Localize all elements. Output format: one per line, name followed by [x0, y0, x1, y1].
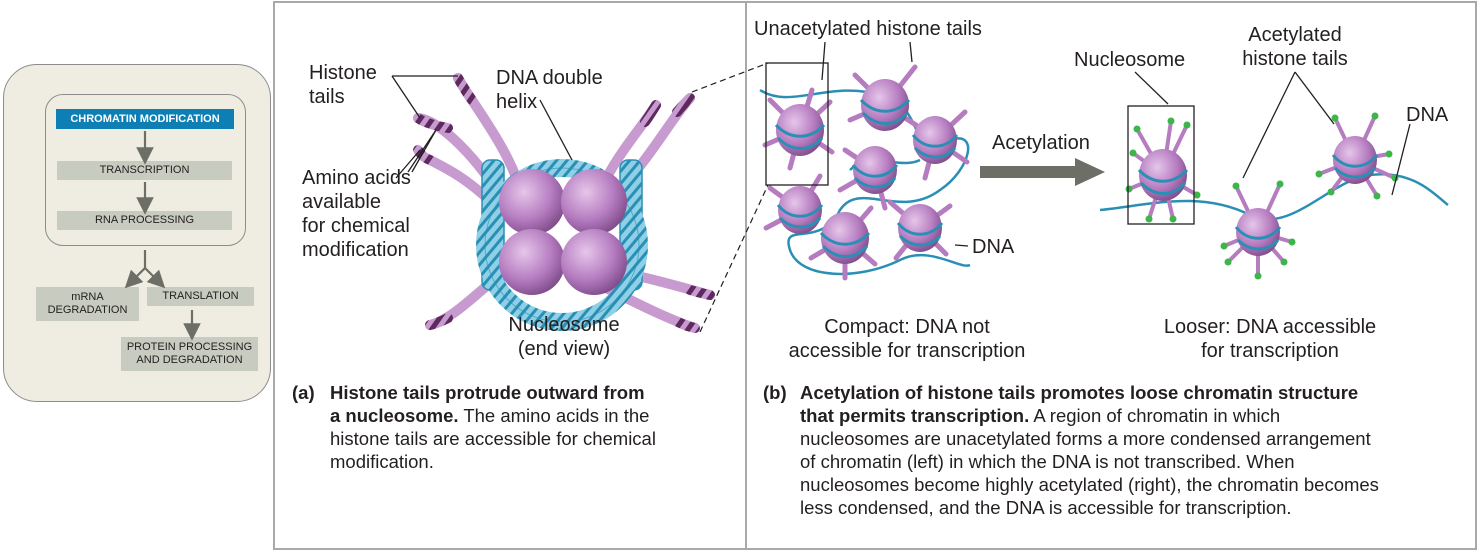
amino-acids-label-line1: Amino acids	[302, 167, 411, 189]
panel-b-left-leader-lines	[821, 41, 969, 247]
nucleosome-label: Nucleosome	[1074, 49, 1186, 71]
panel-a-caption-text-line2: histone tails are accessible for chemica…	[330, 428, 656, 449]
panel-b-caption-text-line2: nucleosomes are unacetylated forms a mor…	[800, 428, 1371, 449]
dna-label-right: DNA	[1406, 104, 1449, 126]
panel-a-caption-text-line3: modification.	[330, 451, 434, 472]
compact-nucleosomes	[762, 64, 970, 281]
nucleus-boundary	[45, 94, 246, 246]
panel-a-caption: (a)	[292, 381, 732, 404]
panel-b-caption-body: Acetylation of histone tails promotes lo…	[800, 381, 1472, 519]
zoom-line-top	[691, 62, 769, 93]
translation-box: TRANSLATION	[147, 287, 254, 306]
transcription-label: TRANSCRIPTION	[99, 164, 190, 176]
chromatin-modification-box: CHROMATIN MODIFICATION	[56, 109, 234, 129]
panel-b-caption-bold-line1: Acetylation of histone tails promotes lo…	[800, 382, 1359, 403]
rna-processing-box: RNA PROCESSING	[57, 211, 232, 230]
panel-b-caption-text-line5: less condensed, and the DNA is accessibl…	[800, 497, 1292, 518]
panel-divider	[745, 2, 747, 549]
main-figure-frame	[273, 1, 1477, 550]
zoom-line-bottom	[699, 184, 769, 333]
panel-a-caption-text-line1: The amino acids in the	[458, 405, 650, 426]
dna-double-helix-label-line1: DNA double	[496, 67, 603, 89]
rna-processing-label: RNA PROCESSING	[94, 214, 195, 226]
histone-ball	[499, 169, 565, 235]
panel-a-caption-letter: (a)	[292, 382, 315, 403]
histone-ball	[561, 229, 627, 295]
mrna-degradation-label-line1: mRNA	[71, 291, 104, 303]
protein-processing-label-line1: PROTEIN PROCESSING	[126, 341, 253, 353]
nucleosome-end-view-label-line1: Nucleosome	[508, 314, 620, 336]
histone-ball	[499, 229, 565, 295]
panel-b-caption: (b)	[763, 381, 803, 404]
dna-label-left: DNA	[972, 236, 1015, 258]
unacetylated-zoom-box	[765, 62, 829, 186]
translation-label: TRANSLATION	[162, 290, 239, 302]
panel-b-caption-letter: (b)	[763, 382, 787, 403]
amino-acids-label-line2: available	[302, 191, 381, 213]
panel-a-caption-bold-line2: a nucleosome.	[330, 405, 459, 426]
transcription-box: TRANSCRIPTION	[57, 161, 232, 180]
mrna-degradation-box: mRNA DEGRADATION	[36, 287, 139, 321]
acetylated-zoom-box	[1127, 105, 1195, 225]
protein-processing-box: PROTEIN PROCESSING AND DEGRADATION	[121, 337, 258, 371]
acetylation-label: Acetylation	[992, 132, 1090, 154]
chromatin-modification-label: CHROMATIN MODIFICATION	[70, 112, 220, 125]
amino-acids-label-line4: modification	[302, 239, 409, 261]
panel-a-caption-bold-line1: Histone tails protrude outward from	[330, 382, 645, 403]
nucleosome-end-view-label-line2: (end view)	[517, 338, 611, 360]
acetylated-nucleosomes	[1125, 112, 1399, 280]
panel-b-caption-text-line3: of chromatin (left) in which the DNA is …	[800, 451, 1295, 472]
arrow-to-translation	[144, 267, 166, 289]
panel-b-right-leader-lines	[1134, 71, 1411, 196]
unacetylated-histone-tails-label: Unacetylated histone tails	[754, 18, 982, 40]
amino-acids-label-line3: for chemical	[302, 215, 410, 237]
acetylated-histone-tails-label-line1: Acetylated	[1248, 24, 1342, 46]
dna-double-helix-label-line2: helix	[496, 91, 538, 113]
panel-a-leader-lines	[391, 75, 573, 179]
mrna-degradation-label-line2: DEGRADATION	[47, 304, 128, 316]
compact-label-line2: accessible for transcription	[788, 340, 1026, 362]
panel-b-caption-text-line1: A region of chromatin in which	[1029, 405, 1281, 426]
compact-label-line1: Compact: DNA not	[824, 316, 990, 338]
acetylated-histone-tails-label-line2: histone tails	[1242, 48, 1348, 70]
panel-b-caption-bold-line2: that permits transcription.	[800, 405, 1030, 426]
acetylation-arrow-head	[1075, 158, 1105, 186]
histone-tails-label-line2: tails	[309, 86, 345, 108]
looser-label-line2: for transcription	[1201, 340, 1339, 362]
histone-tails-label-line1: Histone	[309, 62, 377, 84]
panel-a-caption-body: Histone tails protrude outward from a nu…	[330, 381, 740, 473]
panel-b-caption-text-line4: nucleosomes become highly acetylated (ri…	[800, 474, 1379, 495]
histone-ball	[561, 169, 627, 235]
looser-label-line1: Looser: DNA accessible	[1163, 316, 1377, 338]
protein-processing-label-line2: AND DEGRADATION	[136, 354, 243, 366]
